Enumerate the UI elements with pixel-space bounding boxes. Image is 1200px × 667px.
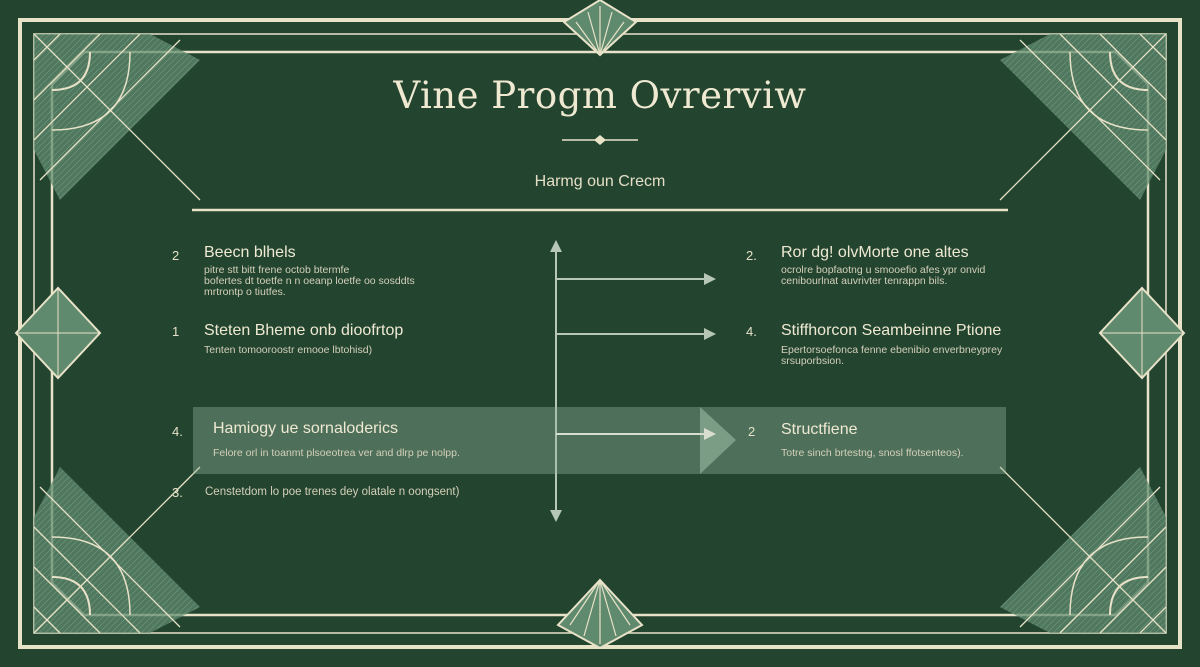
title-divider <box>562 135 638 145</box>
item-number: 4. <box>746 324 757 339</box>
item-heading: Structfiene <box>781 421 858 438</box>
item-number: 2 <box>172 248 180 263</box>
item-heading: Steten Bheme onb dioofrtop <box>204 322 404 339</box>
item-number: 1 <box>172 324 180 339</box>
corner-ornament-tl <box>33 33 201 201</box>
item-description: Felore orl in toanmt plsoeotrea ver and … <box>213 447 460 459</box>
item-description: Totre sinch brtestng, snosl ffotsenteos)… <box>781 447 964 459</box>
right-side-diamond <box>1098 286 1186 380</box>
left-side-diamond <box>14 286 102 380</box>
item-description: Epertorsoefonca fenne ebenibio enverbney… <box>781 344 1003 367</box>
bottom-fan-ornament <box>556 578 644 650</box>
item-heading: Beecn blhels <box>204 244 296 261</box>
highlight-band <box>193 407 1006 474</box>
item-description: Censtetdom lo poe trenes dey olatale n o… <box>205 486 460 498</box>
corner-ornament-br <box>999 466 1167 634</box>
item-description: pitre stt bitt frene octob btermfe bofer… <box>204 264 415 298</box>
item-number: 4. <box>172 424 183 439</box>
item-description: ocrolre bopfaotng u smooefio afes ypr on… <box>781 264 986 287</box>
item-heading: Stiffhorcon Seambeinne Ptione <box>781 322 1002 339</box>
connector-arrow-2 <box>556 328 716 340</box>
item-heading: Ror dg! olvMorte one altes <box>781 244 969 261</box>
page-title: Vine Progm Ovrerviw <box>393 74 807 117</box>
top-fan-ornament <box>562 0 638 57</box>
item-number: 3. <box>172 485 183 500</box>
item-description: Tenten tomooroostr emooe lbtohisd) <box>204 344 373 356</box>
page-subtitle: Harmg oun Crecm <box>534 173 666 190</box>
corner-ornament-bl <box>33 466 201 634</box>
item-number: 2. <box>746 248 757 263</box>
item-number: 2 <box>748 424 756 439</box>
item-heading: Hamiogy ue sornaloderics <box>213 420 398 437</box>
vertical-axis-arrow <box>550 240 562 522</box>
corner-ornament-tr <box>999 33 1167 201</box>
connector-arrow-1 <box>556 273 716 285</box>
